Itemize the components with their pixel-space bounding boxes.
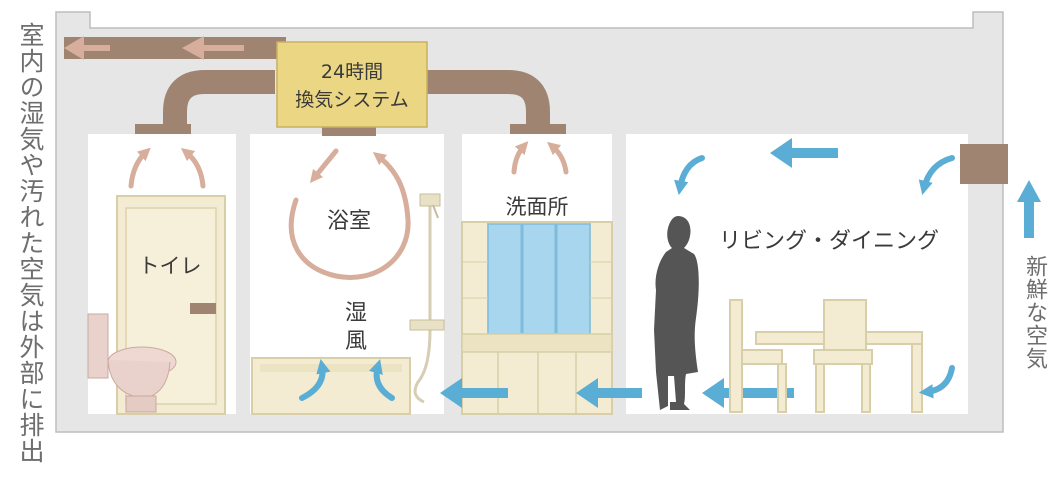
fresh-air-arrow-icon bbox=[674, 155, 955, 399]
system-label-line2: 換気システム bbox=[295, 89, 408, 111]
room-label-living: リビング・ダイニング bbox=[719, 229, 939, 254]
fresh-air-arrow-icon bbox=[1017, 180, 1041, 238]
vanity-unit bbox=[461, 221, 613, 415]
bath-humidity-line2: 風 bbox=[345, 329, 367, 354]
exhaust-caption: 室内の湿気や汚れた空気は外部に排出 bbox=[16, 22, 45, 464]
system-label-line1: 24時間 bbox=[321, 61, 383, 83]
exhaust-arrow-icon bbox=[64, 36, 244, 60]
fresh-air-arrow-icon bbox=[440, 138, 838, 408]
room-label-bath: 浴室 bbox=[327, 209, 371, 234]
shower-icon bbox=[409, 193, 445, 404]
person-silhouette-icon bbox=[654, 216, 699, 410]
exhaust-arrow-icon bbox=[511, 141, 569, 175]
exhaust-arrow-icon bbox=[128, 147, 206, 189]
fresh-air-caption: 新鮮な空気 bbox=[1022, 255, 1047, 370]
room-label-washroom: 洗面所 bbox=[506, 195, 569, 219]
fresh-air-inlet-vent bbox=[960, 144, 1008, 184]
dining-set bbox=[729, 299, 923, 413]
ventilation-system-box bbox=[276, 41, 428, 128]
room-label-toilet: トイレ bbox=[139, 254, 202, 278]
toilet-icon bbox=[87, 313, 177, 413]
bathtub bbox=[251, 357, 411, 415]
exhaust-arrow-icon bbox=[288, 148, 411, 280]
exhaust-duct bbox=[64, 37, 566, 136]
bath-humidity-line1: 湿 bbox=[345, 301, 367, 326]
fresh-air-arrow-icon bbox=[299, 358, 395, 401]
